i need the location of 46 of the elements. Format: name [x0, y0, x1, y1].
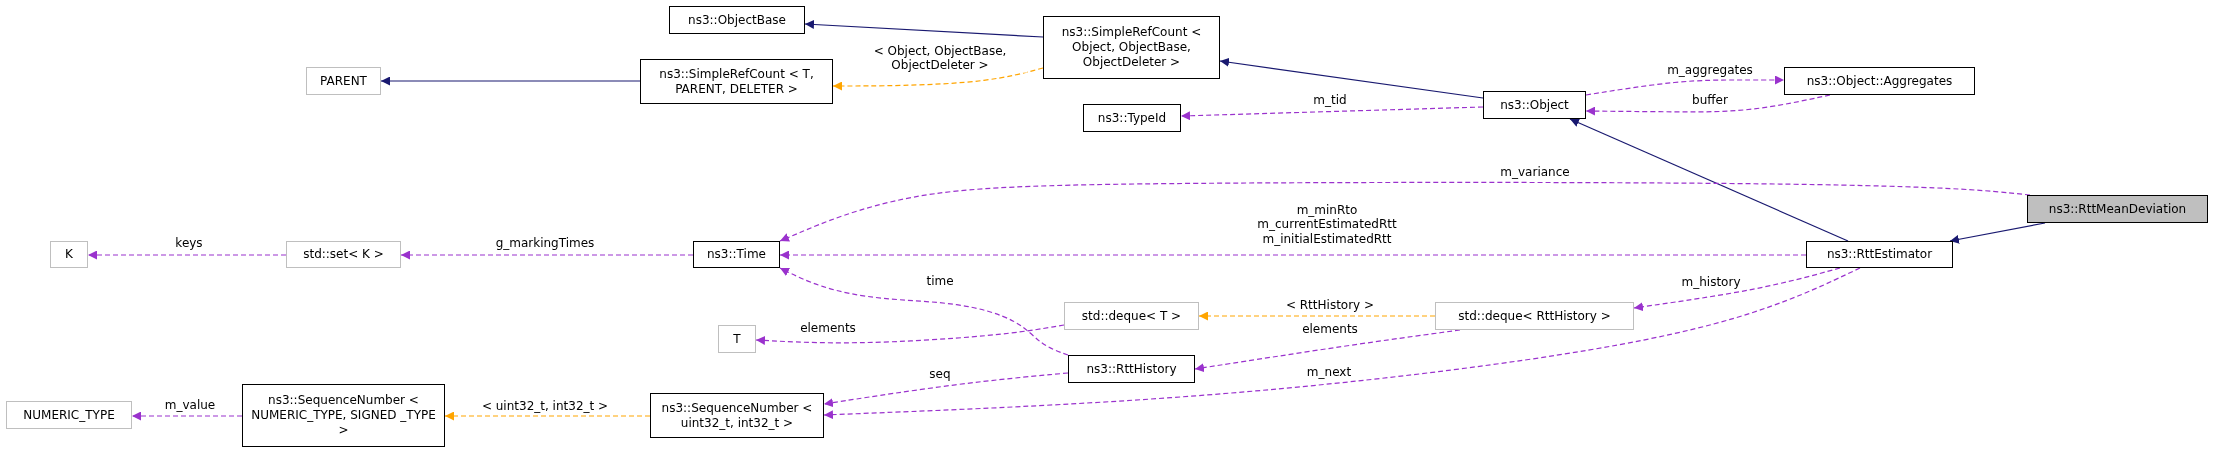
edge-label: m_value: [162, 397, 218, 413]
arrow: [804, 20, 1044, 38]
class-box: std::deque< RttHistory >: [1435, 302, 1634, 330]
class-box: ns3::SimpleRefCount < Object, ObjectBase, ObjectDeleter >: [1043, 16, 1220, 79]
edge-label: m_next: [1304, 364, 1354, 380]
arrow: [1219, 57, 1484, 99]
dashed-arrow: [1633, 267, 1841, 312]
class-box: ns3::Object::Aggregates: [1784, 67, 1975, 95]
dashed-arrow: [832, 67, 1044, 91]
class-box: NUMERIC_TYPE: [6, 401, 132, 429]
dashed-arrow: [1585, 94, 1831, 116]
dashed-arrow: [131, 411, 243, 421]
class-box: ns3::RttHistory: [1068, 355, 1195, 383]
class-box: std::set< K >: [286, 241, 401, 268]
class-box: ns3::SequenceNumber < NUMERIC_TYPE, SIGNED _TYPE >: [242, 384, 445, 447]
class-box: ns3::Time: [693, 241, 780, 268]
dashed-arrow: [1198, 311, 1436, 321]
class-box: T: [718, 325, 756, 353]
class-box: ns3::SimpleRefCount < T, PARENT, DELETER >: [640, 59, 833, 104]
class-box: ns3::SequenceNumber < uint32_t, int32_t >: [650, 393, 824, 438]
class-box: ns3::ObjectBase: [669, 6, 805, 34]
dashed-arrow: [755, 324, 1065, 345]
arrow: [380, 76, 641, 86]
dashed-arrow: [823, 372, 1069, 408]
class-box: ns3::RttEstimator: [1806, 241, 1953, 268]
dashed-arrow: [779, 267, 1069, 356]
edge-label: keys: [173, 235, 205, 251]
class-box: std::deque< T >: [1064, 302, 1199, 330]
edge-label: m_variance: [1498, 164, 1572, 180]
arrow: [1569, 118, 1849, 242]
dashed-arrow: [823, 267, 1861, 420]
class-box: ns3::RttMeanDeviation: [2027, 195, 2208, 223]
dashed-arrow: [1585, 75, 1785, 96]
class-box: ns3::Object: [1483, 91, 1586, 119]
edge-label: m_history: [1679, 274, 1743, 290]
dashed-arrow: [444, 411, 651, 421]
edge-label: m_tid: [1311, 92, 1349, 108]
dashed-arrow: [400, 250, 694, 260]
dashed-arrow: [779, 250, 1807, 260]
dashed-arrow: [1180, 106, 1484, 121]
edge-label: m_aggregates: [1665, 62, 1755, 78]
edge-label: g_markingTimes: [493, 235, 597, 251]
class-box: PARENT: [306, 67, 381, 95]
class-box: ns3::TypeId: [1083, 104, 1181, 132]
class-box: K: [50, 241, 88, 268]
dashed-arrow: [87, 250, 287, 260]
